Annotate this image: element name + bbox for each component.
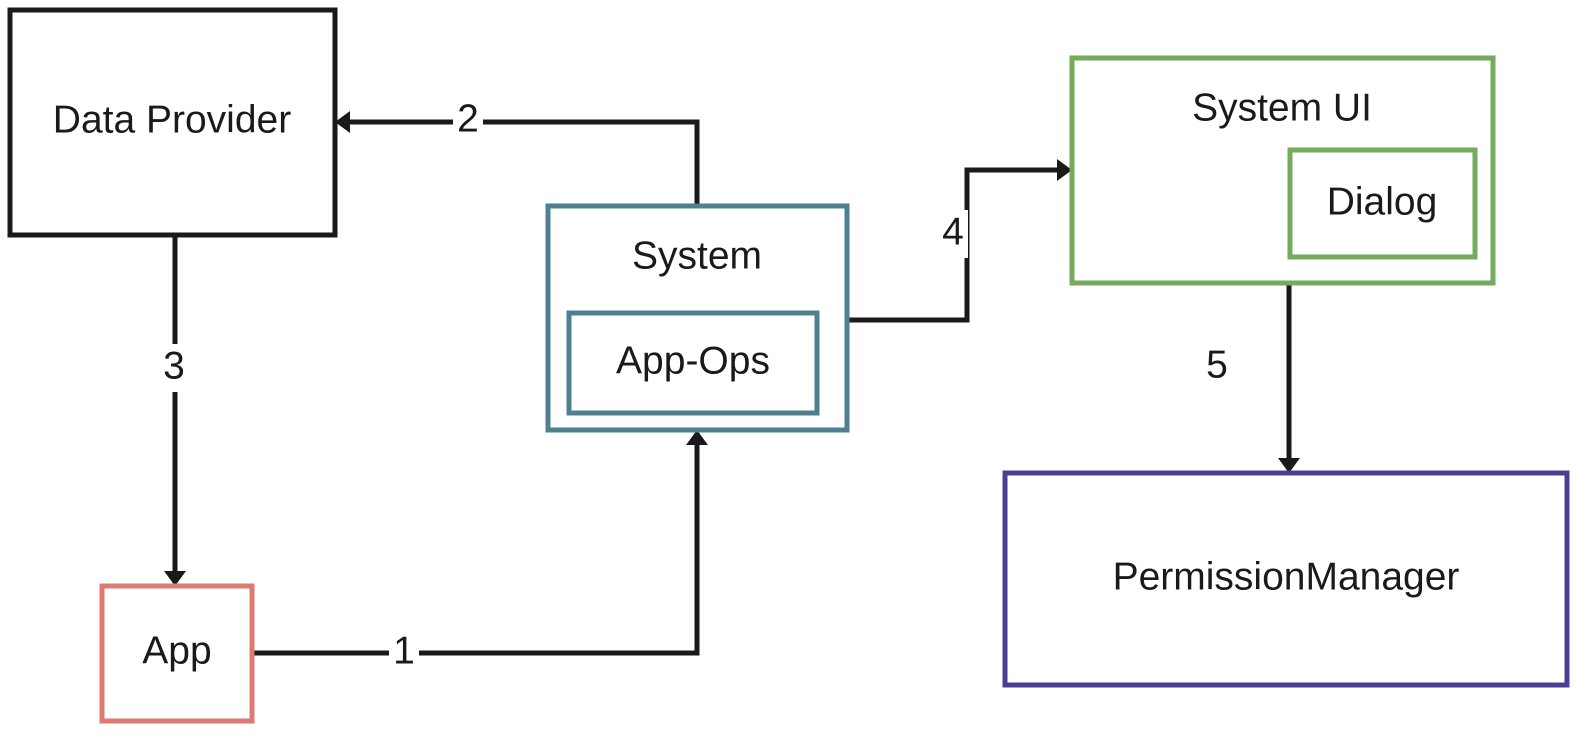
node-app[interactable]: App <box>99 583 255 724</box>
node-dialog[interactable]: Dialog <box>1287 147 1478 260</box>
edge-3 <box>164 235 186 586</box>
node-box-data-provider[interactable] <box>7 7 338 238</box>
node-label-system-ui: System UI <box>1192 86 1372 129</box>
edge-label-bg-5 <box>1202 343 1232 391</box>
node-label-dialog: Dialog <box>1327 180 1438 223</box>
edge-label-4: 4 <box>942 210 964 253</box>
edge-label-bg-1 <box>389 629 419 677</box>
edge-label-3: 3 <box>163 344 185 387</box>
node-app-ops[interactable]: App-Ops <box>566 310 820 416</box>
edge-label-group-4: 4 <box>938 210 968 258</box>
node-label-app-ops: App-Ops <box>616 339 770 382</box>
edge-label-bg-4 <box>938 210 968 258</box>
edge-label-2: 2 <box>457 97 479 140</box>
node-data-provider[interactable]: Data Provider <box>7 7 338 238</box>
edge-label-1: 1 <box>393 629 415 672</box>
node-box-dialog[interactable] <box>1287 147 1478 260</box>
edge-label-5: 5 <box>1206 343 1228 386</box>
edge-1 <box>252 430 708 656</box>
edge-label-group-3: 3 <box>159 344 189 392</box>
edge-line-2 <box>347 119 700 206</box>
edge-labels-layer: 1 2 3 4 5 <box>159 97 1232 677</box>
edge-2 <box>335 111 700 206</box>
node-label-system: System <box>632 234 762 277</box>
arrowhead-2 <box>335 111 350 133</box>
edge-label-group-5: 5 <box>1202 343 1232 391</box>
edge-line-1 <box>252 442 700 656</box>
node-label-app: App <box>142 629 211 672</box>
arrowhead-1 <box>686 430 708 445</box>
edge-label-bg-3 <box>159 344 189 392</box>
node-label-data-provider: Data Provider <box>53 98 291 141</box>
arrowhead-3 <box>164 571 186 586</box>
edge-label-bg-2 <box>453 97 483 145</box>
arrowhead-4 <box>1057 159 1072 181</box>
edge-label-group-1: 1 <box>389 629 419 677</box>
node-box-app[interactable] <box>99 583 255 724</box>
edge-5 <box>1278 283 1300 473</box>
arrowhead-5 <box>1278 458 1300 473</box>
edge-label-group-2: 2 <box>453 97 483 145</box>
node-box-permission-manager[interactable] <box>1002 470 1570 688</box>
node-permission-manager[interactable]: PermissionManager <box>1002 470 1570 688</box>
node-box-app-ops[interactable] <box>566 310 820 416</box>
node-label-permission-manager: PermissionManager <box>1113 555 1460 598</box>
